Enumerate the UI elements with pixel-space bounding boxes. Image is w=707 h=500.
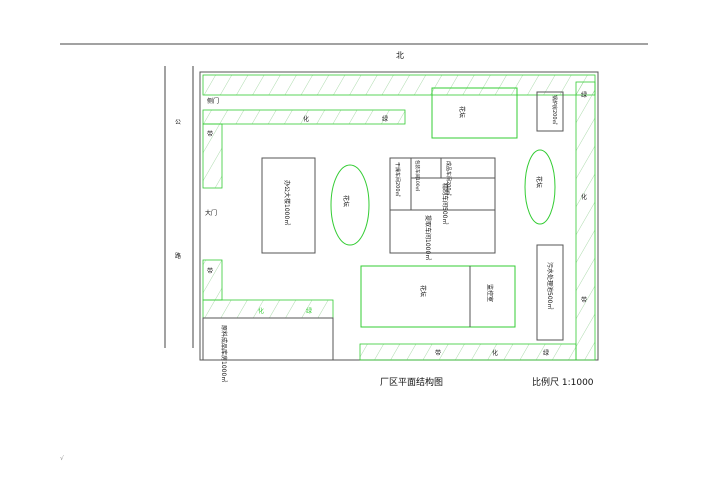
north-label: 北 bbox=[396, 51, 404, 60]
green-belt-left-upper bbox=[202, 123, 223, 189]
green-belt-left-lower bbox=[202, 259, 223, 301]
green-belt-upper-left bbox=[202, 109, 406, 125]
boiler-label: 锅炉房200㎡ bbox=[551, 95, 558, 125]
scale-label: 比例尺 1:1000 bbox=[532, 376, 594, 388]
finished-workshop-label: 成品车间200㎡ bbox=[445, 161, 452, 196]
belt-text-dai-3: 带 bbox=[581, 296, 587, 304]
belt-text-hua-4: 化 bbox=[492, 349, 498, 357]
road-label-1: 公 bbox=[175, 119, 181, 126]
drying-workshop-label: 干燥车间200㎡ bbox=[394, 162, 401, 197]
side-gate-label: 侧门 bbox=[207, 97, 219, 105]
belt-text-dai-2: 带 bbox=[207, 267, 213, 275]
green-belt-right bbox=[575, 81, 596, 361]
flower-bed-top bbox=[431, 87, 518, 139]
packing-workshop-label: 包装车间100㎡ bbox=[414, 160, 421, 192]
flower-bed-label-4: 花坛 bbox=[419, 285, 427, 297]
belt-text-lv: 绿 bbox=[382, 115, 388, 123]
office-building bbox=[261, 157, 316, 254]
warehouse-label: 原料成品库房1000㎡ bbox=[220, 325, 228, 382]
belt-text-hua: 化 bbox=[303, 115, 309, 123]
belt-text-lv-4: 绿 bbox=[543, 349, 549, 357]
green-belt-top bbox=[202, 74, 596, 96]
refining-workshop-label: 精制车间500㎡ bbox=[441, 183, 449, 224]
extraction-workshop-label: 提取车间1000㎡ bbox=[424, 215, 432, 260]
flower-bed-oval-left bbox=[330, 164, 370, 246]
belt-text-dai: 带 bbox=[207, 130, 213, 138]
monitor-label: 监控室 bbox=[486, 284, 494, 302]
sewage-label: 污水处理池500㎡ bbox=[546, 262, 554, 309]
warehouse bbox=[202, 317, 334, 361]
flower-bed-label-1: 花坛 bbox=[342, 195, 350, 207]
belt-text-lv-2: 绿 bbox=[306, 307, 312, 315]
gate-label: 大门 bbox=[205, 209, 217, 217]
corner-mark: √ bbox=[60, 455, 64, 462]
road-label-2: 路 bbox=[175, 252, 181, 260]
green-belt-lower-left bbox=[202, 299, 334, 319]
belt-text-hua-3: 化 bbox=[581, 193, 587, 201]
green-belt-bottom bbox=[359, 343, 577, 361]
workshop-block bbox=[389, 157, 496, 254]
flower-bed-label-2: 花坛 bbox=[458, 106, 466, 118]
flower-bed-oval-right bbox=[524, 149, 556, 225]
flower-bed-bottom bbox=[360, 265, 516, 328]
boiler-room bbox=[536, 91, 564, 132]
office-label: 办公大楼1000㎡ bbox=[283, 180, 291, 225]
belt-text-dai-4: 带 bbox=[435, 349, 441, 357]
sewage-pool bbox=[536, 244, 564, 341]
belt-text-hua-2: 化 bbox=[258, 307, 264, 315]
flower-bed-label-3: 花坛 bbox=[535, 176, 543, 188]
belt-text-lv-3: 绿 bbox=[581, 91, 587, 99]
diagram-caption: 厂区平面结构图 bbox=[380, 376, 443, 388]
